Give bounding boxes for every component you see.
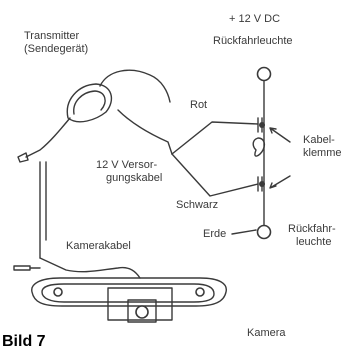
supply-cable-label-1: 12 V Versor- bbox=[96, 159, 158, 171]
ground-line bbox=[231, 229, 257, 235]
transmitter-inner bbox=[73, 90, 106, 115]
reversing-light-side-label-2: leuchte bbox=[296, 236, 332, 248]
camera-lens bbox=[135, 305, 149, 319]
positive-terminal bbox=[256, 66, 272, 82]
ground-label: Erde bbox=[203, 228, 227, 240]
transmitter-body bbox=[66, 83, 113, 123]
red-wire bbox=[171, 121, 259, 155]
transmitter-plug bbox=[17, 152, 29, 163]
transmitter-plug-lead bbox=[25, 117, 71, 158]
cable-clamp-label-2: klemme bbox=[303, 147, 342, 159]
camera-lens-mount bbox=[127, 299, 157, 323]
camera-cable-label: Kamerakabel bbox=[66, 240, 131, 252]
camera-connector bbox=[13, 265, 31, 271]
camera-bracket-inner bbox=[41, 283, 215, 303]
bracket-screw-right bbox=[195, 287, 205, 297]
ground-terminal bbox=[256, 224, 272, 240]
transmitter-de-label: (Sendegerät) bbox=[24, 43, 89, 55]
bracket-screw-left bbox=[53, 287, 63, 297]
supply-voltage-label: + 12 V DC bbox=[229, 13, 281, 25]
supply-cable-label-2: gungskabel bbox=[106, 172, 163, 184]
supply-cable bbox=[117, 109, 173, 155]
camera-housing bbox=[107, 287, 173, 321]
transmitter-antenna bbox=[99, 69, 171, 103]
red-wire-label: Rot bbox=[190, 99, 208, 111]
reversing-light-top-label: Rückfahrleuchte bbox=[213, 35, 293, 47]
figure-caption: Bild 7 bbox=[2, 333, 46, 350]
cable-clamp-label-1: Kabel- bbox=[303, 134, 335, 146]
camera-label: Kamera bbox=[247, 327, 286, 339]
transmitter-label: Transmitter bbox=[24, 30, 80, 42]
camera-cable-vertical bbox=[39, 161, 47, 259]
lamp-symbol bbox=[252, 137, 266, 157]
arrow-lower bbox=[269, 175, 291, 189]
reversing-light-side-label-1: Rückfahr- bbox=[288, 223, 336, 235]
camera-bracket bbox=[31, 277, 227, 307]
black-wire bbox=[171, 153, 259, 197]
clamp-dot-black bbox=[259, 181, 265, 187]
arrow-upper bbox=[269, 127, 291, 143]
black-wire-label: Schwarz bbox=[176, 199, 219, 211]
camera-cable bbox=[39, 257, 141, 279]
clamp-dot-red bbox=[259, 122, 265, 128]
